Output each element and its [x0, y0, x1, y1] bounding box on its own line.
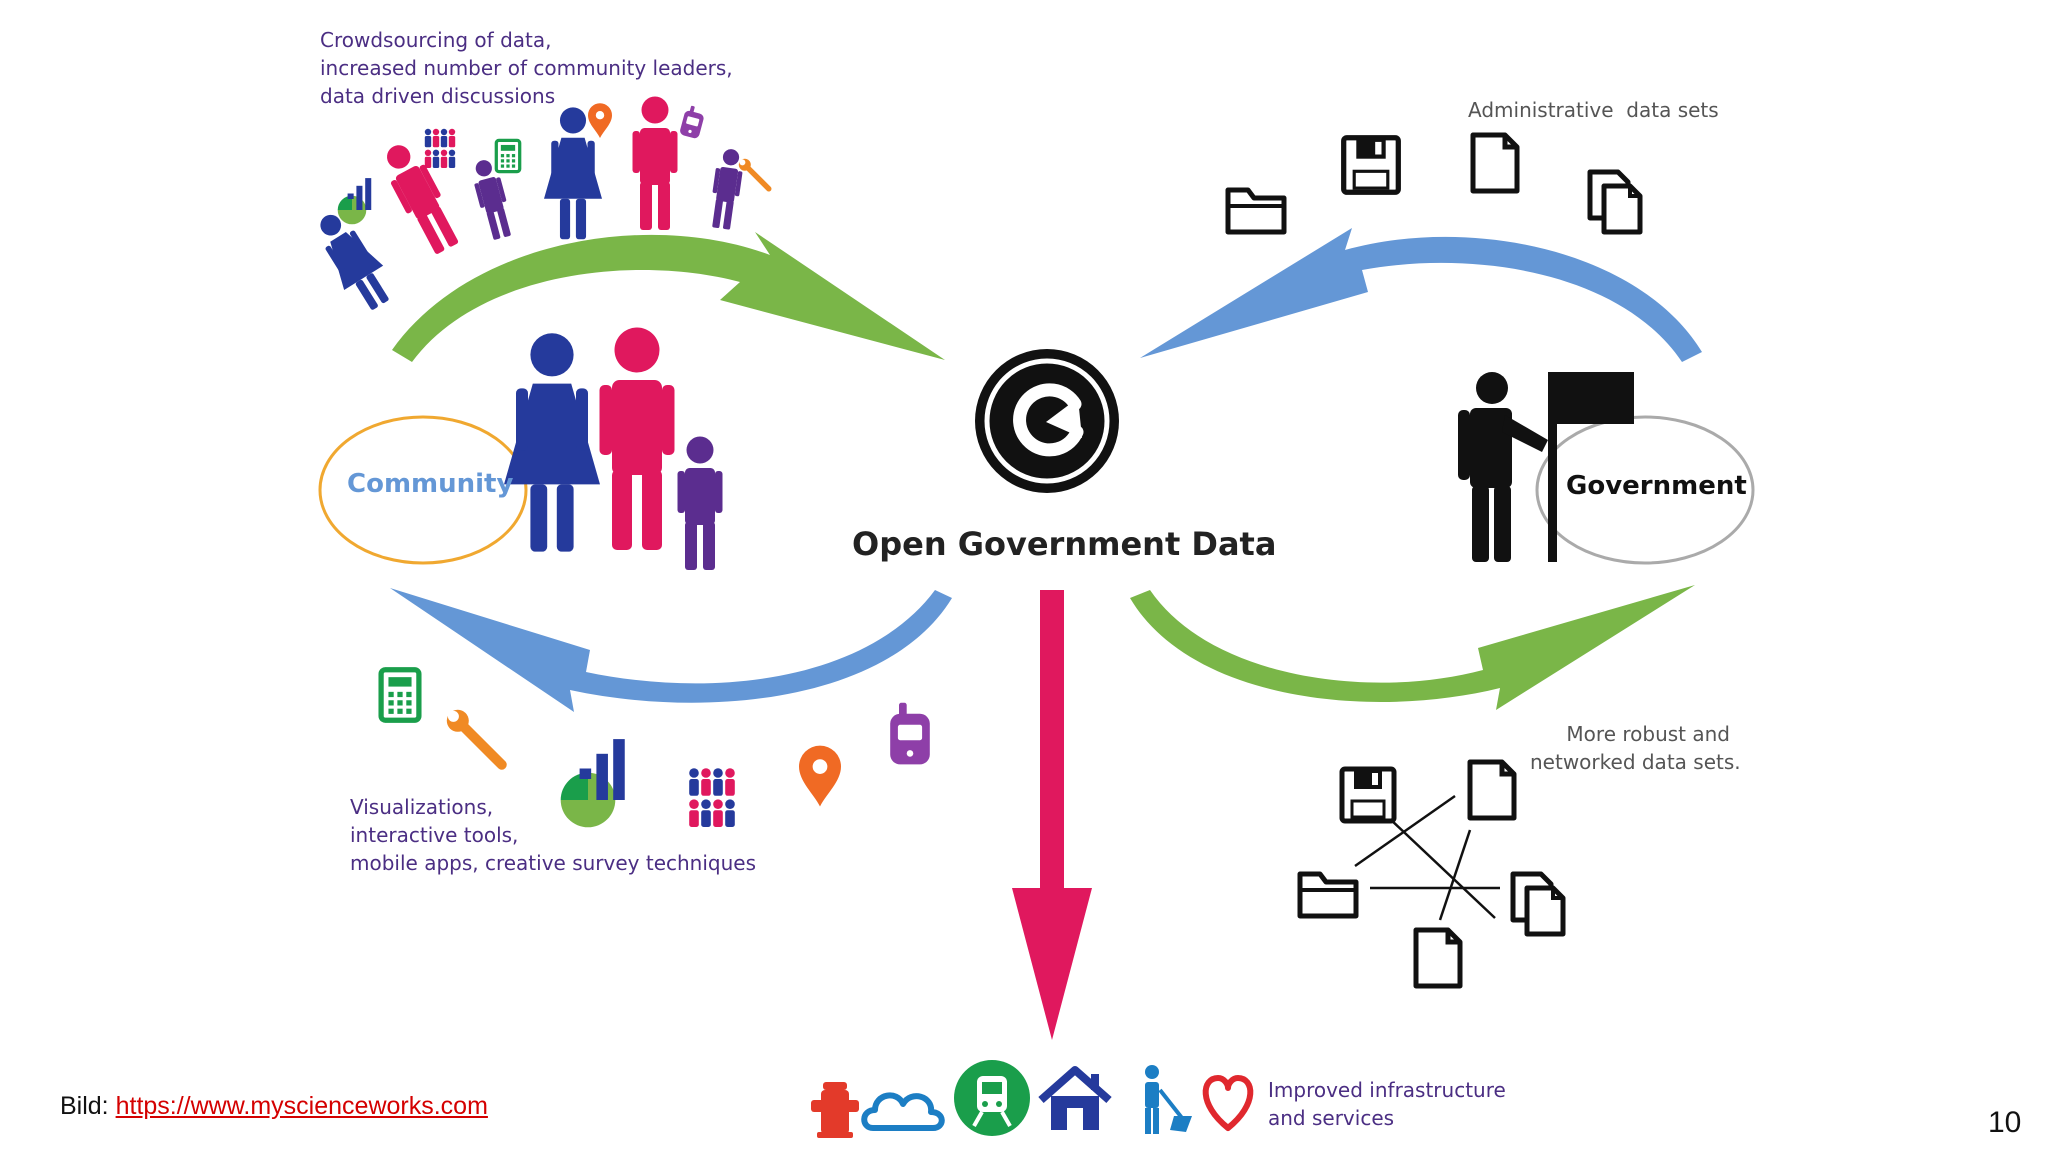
community-label: Community: [347, 469, 514, 499]
heart-icon: [1202, 1075, 1254, 1131]
infrastructure-caption: Improved infrastructure and services: [1268, 1076, 1506, 1132]
credit-link[interactable]: https://www.myscienceworks.com: [115, 1092, 488, 1120]
floppy-disk-icon: [1342, 769, 1394, 821]
chart-icon: [337, 178, 372, 225]
copy-documents-icon: [1590, 172, 1640, 232]
arrow-center-to-services: [1012, 590, 1092, 1040]
arrow-government-to-center: [1140, 228, 1702, 362]
caption-line: data driven discussions: [320, 84, 556, 108]
caption-line: Improved infrastructure: [1268, 1078, 1506, 1102]
caption-line: Administrative data sets: [1468, 98, 1719, 122]
visualizations-caption: Visualizations, interactive tools, mobil…: [350, 793, 756, 877]
arrow-community-to-center: [392, 232, 945, 362]
wrench-icon: [739, 159, 769, 189]
slide-number: 10: [1988, 1106, 2022, 1139]
caption-line: Crowdsourcing of data,: [320, 28, 552, 52]
wrench-icon: [447, 710, 502, 765]
diagram-title: Open Government Data: [852, 525, 1277, 563]
worker-shovel-icon: [1145, 1065, 1192, 1134]
folder-icon: [1228, 190, 1284, 232]
credit-prefix: Bild:: [60, 1092, 116, 1120]
calculator-icon: [494, 138, 522, 174]
cloud-icon: [861, 1092, 945, 1131]
government-label: Government: [1566, 471, 1747, 501]
location-pin-icon: [799, 745, 841, 807]
caption-line: increased number of community leaders,: [320, 56, 733, 80]
government-ellipse: [1535, 415, 1755, 565]
networked-caption: More robust and networked data sets.: [1530, 720, 1741, 776]
document-icon: [1416, 930, 1460, 986]
caption-line: Visualizations,: [350, 795, 494, 819]
copy-documents-icon: [1513, 874, 1563, 934]
phone-icon: [890, 702, 930, 765]
fire-hydrant-icon: [811, 1082, 859, 1138]
calculator-icon: [381, 670, 419, 720]
administrative-caption: Administrative data sets: [1468, 96, 1719, 124]
caption-line: interactive tools,: [350, 823, 519, 847]
open-data-logo-icon: [975, 349, 1119, 493]
caption-line: networked data sets.: [1530, 750, 1741, 774]
document-icon: [1470, 762, 1514, 818]
image-credit: Bild: https://www.myscienceworks.com: [60, 1092, 488, 1121]
arrow-center-to-government: [1130, 585, 1695, 710]
train-icon: [954, 1060, 1030, 1136]
community-ellipse: [318, 415, 528, 565]
caption-line: and services: [1268, 1106, 1395, 1130]
caption-line: More robust and: [1566, 722, 1730, 746]
house-icon: [1038, 1066, 1112, 1130]
crowd-icon: [424, 128, 456, 168]
community-family-icon: [504, 327, 723, 570]
caption-line: mobile apps, creative survey techniques: [350, 851, 757, 875]
crowdsourcing-caption: Crowdsourcing of data, increased number …: [320, 26, 733, 110]
government-official-icon: [1458, 372, 1634, 562]
folder-icon: [1300, 874, 1356, 916]
floppy-disk-icon: [1344, 138, 1399, 193]
document-icon: [1473, 135, 1517, 191]
arrow-center-to-community: [390, 588, 952, 712]
